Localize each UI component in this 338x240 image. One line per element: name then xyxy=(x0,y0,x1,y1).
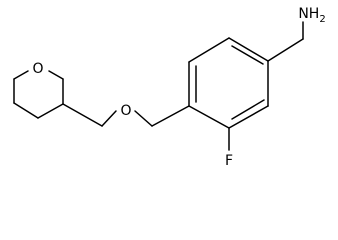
aminomethyl-bond xyxy=(267,38,304,62)
ring-bond xyxy=(13,102,39,119)
linker-bond xyxy=(134,110,153,127)
fluorine-label: F xyxy=(225,153,233,169)
aromatic-inner-bond xyxy=(231,99,265,120)
substituents xyxy=(228,21,304,151)
aromatic-bond xyxy=(228,37,269,62)
linker-bond xyxy=(62,103,103,127)
benzene-ring xyxy=(188,37,269,129)
ring-bond xyxy=(48,70,64,80)
linker-bond xyxy=(151,105,190,127)
aromatic-bond xyxy=(188,105,230,129)
structure-svg: O O F NH2 xyxy=(13,6,326,169)
aromatic-inner-bond xyxy=(231,45,264,65)
linker-bond xyxy=(101,110,117,127)
molecule-canvas: O O F NH2 xyxy=(13,6,326,169)
ether-linker xyxy=(62,103,190,127)
amine-label: NH2 xyxy=(298,6,325,25)
ether-oxygen-label: O xyxy=(120,103,131,119)
oxane-ring xyxy=(13,70,64,119)
aromatic-bond xyxy=(228,105,269,129)
ring-bond xyxy=(37,103,64,119)
ring-oxygen-label: O xyxy=(32,61,43,77)
ring-bond xyxy=(13,70,29,80)
aromatic-bond xyxy=(188,37,230,63)
